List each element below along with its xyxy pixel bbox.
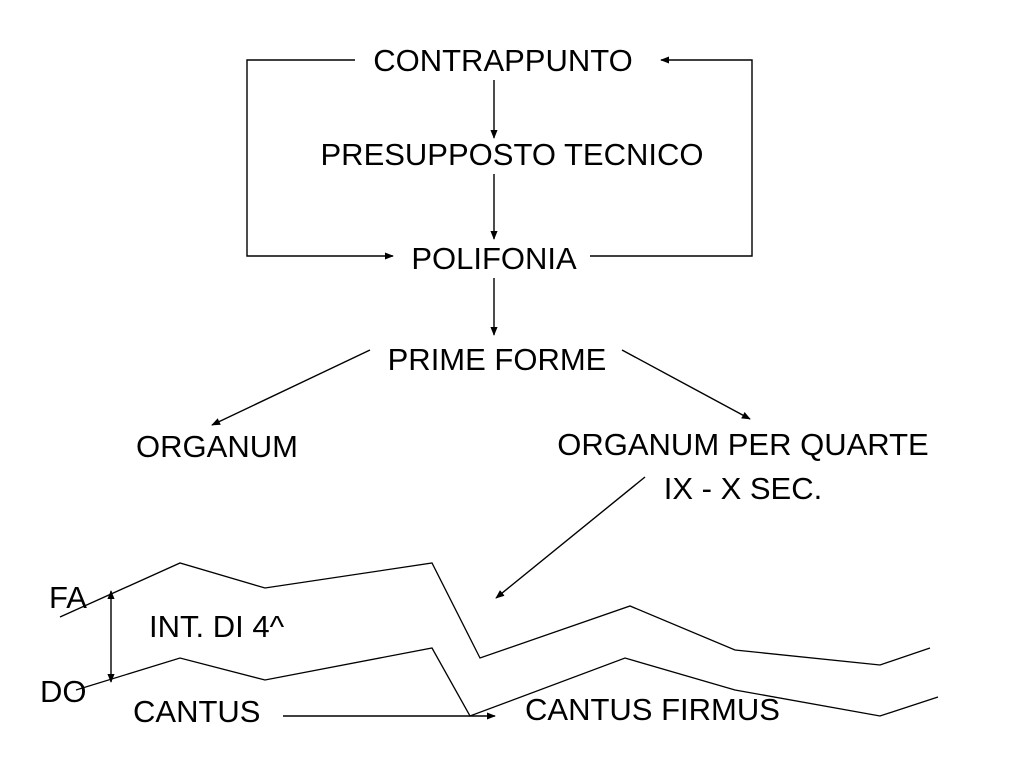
label-interval-fourth: INT. DI 4^	[149, 609, 285, 644]
label-do: DO	[40, 674, 87, 709]
node-prime-forme: PRIME FORME	[388, 342, 607, 377]
edge-prime-forme-to-organum-quarte	[621, 349, 751, 420]
label-cantus: CANTUS	[133, 694, 260, 729]
edge-prime-forme-to-organum	[211, 349, 371, 426]
upper-voice-line	[59, 562, 931, 666]
node-contrappunto: CONTRAPPUNTO	[373, 43, 633, 78]
node-organum-per-quarte: ORGANUM PER QUARTE	[557, 427, 928, 462]
label-fa: FA	[49, 580, 87, 615]
node-organum: ORGANUM	[136, 429, 298, 464]
node-secolo: IX - X SEC.	[664, 471, 822, 506]
edge-feedback-left-loop	[246, 59, 394, 260]
node-polifonia: POLIFONIA	[411, 241, 577, 276]
edge-feedback-right-loop	[590, 56, 753, 257]
label-cantus-firmus: CANTUS FIRMUS	[525, 692, 780, 727]
node-presupposto-tecnico: PRESUPPOSTO TECNICO	[321, 137, 704, 172]
edge-organum-quarte-to-example	[495, 476, 646, 599]
